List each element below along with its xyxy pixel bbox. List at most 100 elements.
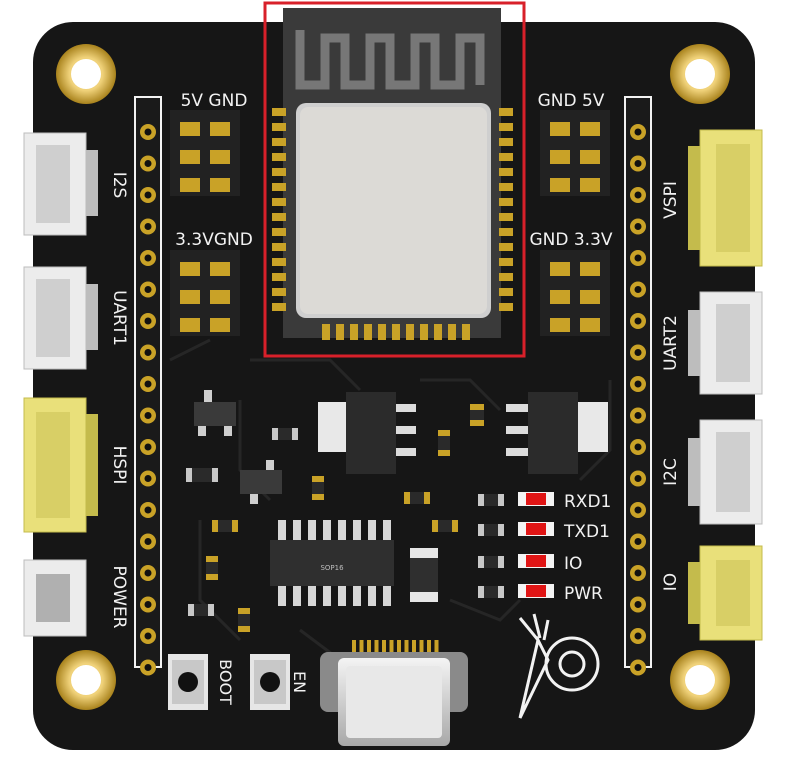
label-en: EN [290,671,309,693]
gold-pin [580,262,600,276]
label-uart2: UART2 [661,315,681,371]
header-pin-hole [634,380,642,388]
label-pwr: PWR [564,584,603,604]
gold-pin [180,262,200,276]
smd-part [478,524,504,536]
label-io-led: IO [564,554,582,574]
header-pin-hole [634,160,642,167]
gold-pin [180,178,200,192]
gold-pin [180,318,200,332]
header-pin-hole [634,412,642,419]
gold-pin [550,290,570,304]
mounting-holes [56,44,730,710]
header-pin-hole [144,538,152,545]
header-pin-hole [144,443,152,451]
label-boot: BOOT [216,659,235,705]
boot-button [168,654,208,710]
header-pin-hole [144,380,152,388]
header-pin-hole [634,223,642,230]
label-5v-gnd-left: 5V GND [181,91,248,111]
header-pin-hole [634,286,642,293]
connector-i2c [688,419,763,525]
power-pin-headers [170,110,610,336]
esp32-module [272,8,513,340]
smd-part [186,468,218,482]
header-pin-hole [634,601,642,608]
label-gnd-5v-right: GND 5V [538,91,605,111]
gold-pin [180,122,200,136]
label-vspi: VSPI [661,181,681,219]
label-io-right: IO [661,573,681,591]
header-pin-hole [144,160,152,167]
connector-uart2 [688,291,763,395]
header-pin-hole [634,632,642,640]
en-button [250,654,290,710]
header-pin-hole [144,254,152,262]
diode [410,548,438,602]
header-pin-hole [144,191,152,199]
smd-part [212,520,238,532]
transistor-mid [240,460,282,504]
header-pin-hole [144,475,152,482]
regulator-right [506,392,608,474]
passive-components [186,404,504,632]
connector-i2s [23,132,98,236]
gold-pin [550,150,570,164]
gold-pin [550,318,570,332]
header-pin-hole [634,569,642,577]
header-pin-hole [144,632,152,640]
led-indicators [518,492,554,598]
label-3v3-gnd-left: 3.3VGND [175,230,253,250]
header-pin-hole [634,191,642,199]
header-pin-hole [634,317,642,325]
gold-pin [550,262,570,276]
transistor-top-left [194,390,236,436]
header-pin-hole [144,349,152,356]
header-pin-hole [634,254,642,262]
label-gnd-3v3-right: GND 3.3V [529,230,612,250]
header-pin-hole [144,569,152,577]
silkscreen-labels: 5V GND 3.3VGND GND 5V GND 3.3V I2S UART1… [109,91,681,705]
smd-part [188,604,214,616]
connector-uart1 [23,266,98,370]
smd-part [432,520,458,532]
connector-vspi [688,129,763,267]
header-pin-hole [634,506,642,514]
label-i2c: I2C [661,458,681,486]
gold-pin [580,318,600,332]
carrot-gear-logo [518,613,600,719]
header-pin-hole [144,412,152,419]
header-pin-hole [144,286,152,293]
gold-pin [180,290,200,304]
header-pin-hole [634,475,642,482]
gold-pin [550,122,570,136]
header-pin-hole [634,443,642,451]
gold-pin [210,122,230,136]
header-pin-hole [144,128,152,136]
gold-pin [210,262,230,276]
smd-part [272,428,298,440]
gold-pin [210,150,230,164]
smd-part [404,492,430,504]
gold-pin [580,150,600,164]
label-power: POWER [109,566,129,629]
gold-pin [550,178,570,192]
gold-pin [180,150,200,164]
header-pin-hole [634,349,642,356]
connector-io [688,545,763,641]
label-i2s: I2S [109,172,129,199]
gold-pin [580,122,600,136]
gold-pin [210,290,230,304]
smd-part [478,556,504,568]
header-pin-hole [144,223,152,230]
connector-power [23,559,87,637]
connector-hspi [23,397,98,533]
highlight-box [263,1,526,358]
header-pin-hole [144,317,152,325]
gold-pin [580,290,600,304]
right-header-pins [630,124,646,676]
smd-part [438,430,450,456]
smd-part [478,586,504,598]
header-pin-hole [144,601,152,608]
